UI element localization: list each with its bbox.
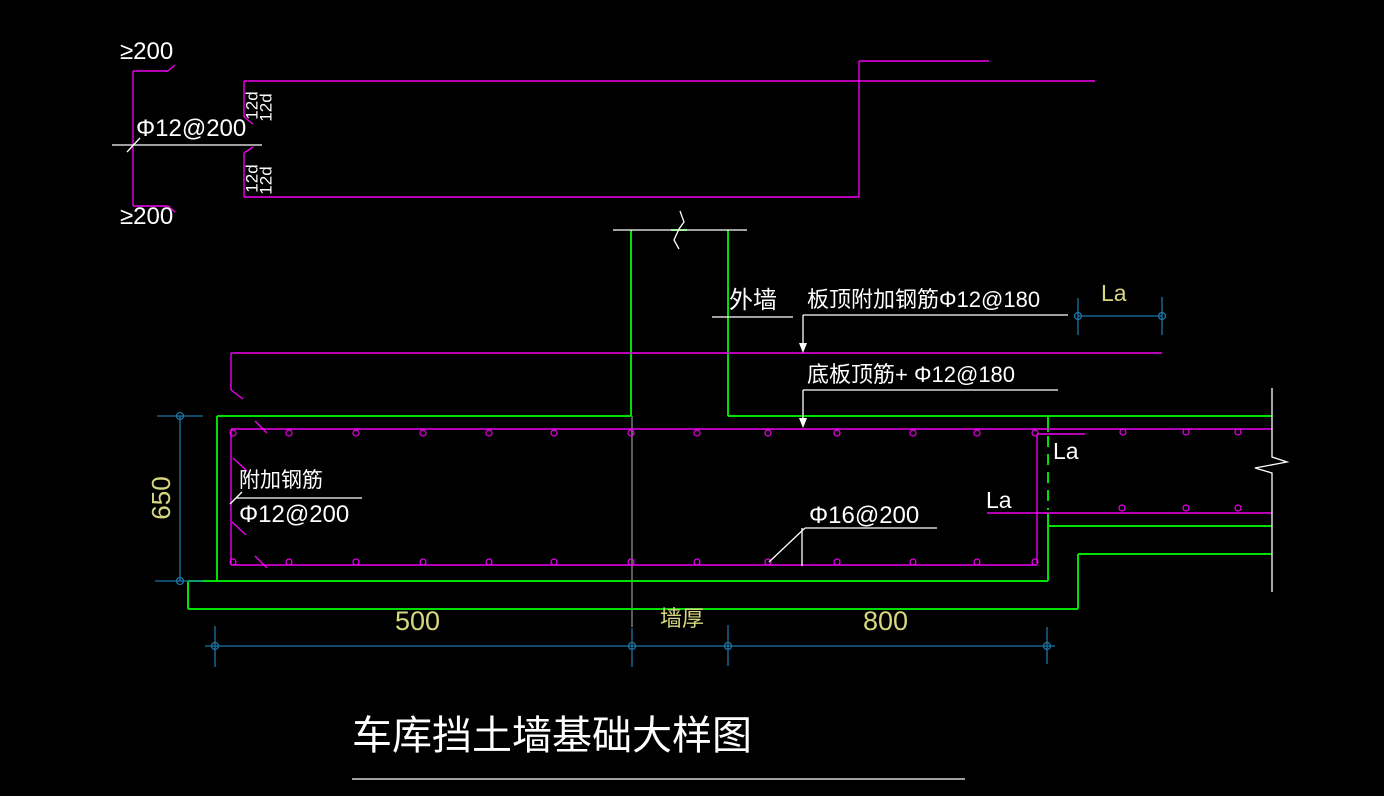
leader-lines: [112, 137, 1290, 780]
drawing-title: 车库挡土墙基础大样图: [352, 714, 752, 758]
leader-arrowheads: [799, 343, 807, 428]
bend-length-label-bottom-b: 12d: [256, 166, 276, 195]
additional-rebar-spec-label: Φ12@200: [239, 501, 350, 528]
section-break-line: [1254, 388, 1290, 592]
additional-rebar-name-label: 附加钢筋: [239, 469, 323, 492]
rebar-lines: [132, 60, 1272, 569]
bend-length-label-top-b: 12d: [256, 93, 276, 122]
left-extent-dimension-label: 500: [395, 606, 441, 636]
exterior-wall-label: 外墙: [729, 287, 777, 314]
anchorage-lower-label: La: [986, 487, 1012, 513]
rebar-section-circles: [229, 428, 1242, 566]
anchorage-right-label: La: [1053, 438, 1079, 464]
hook-clearance-top-label: ≥200: [120, 38, 174, 65]
footing-depth-dimension-label: 650: [146, 476, 176, 520]
footing-bottom-rebar-spec-label: Φ16@200: [809, 502, 920, 529]
right-extent-dimension-label: 800: [863, 606, 909, 636]
concrete-outline: [187, 229, 1272, 610]
slab-top-additional-rebar-label: 板顶附加钢筋Φ12@180: [807, 287, 1041, 312]
dimension-lines: [155, 297, 1167, 667]
anchorage-top-label: La: [1101, 280, 1127, 306]
hook-clearance-bottom-label: ≥200: [120, 203, 174, 230]
wall-break-mark: [673, 210, 685, 250]
detail-bar-spec-label: Φ12@200: [136, 115, 247, 142]
bottom-slab-top-rebar-label: 底板顶筋+ Φ12@180: [807, 362, 1016, 387]
wall-thickness-dimension-label: 墙厚: [660, 606, 705, 631]
